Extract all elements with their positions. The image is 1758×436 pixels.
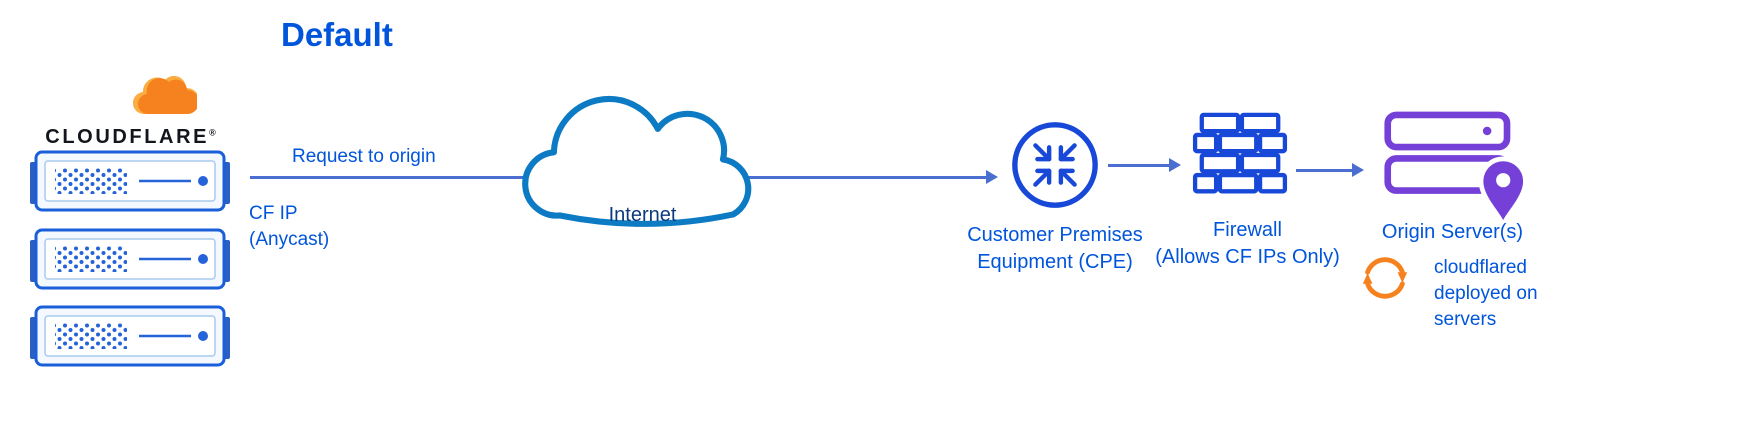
cpe-to-firewall-line xyxy=(1108,164,1170,167)
cloudflare-wordmark-text: CLOUDFLARE xyxy=(45,126,210,148)
diagram-title: Default xyxy=(281,16,393,53)
origin-server-icon xyxy=(1384,111,1525,224)
edge-server-icon xyxy=(30,305,230,367)
firewall-icon xyxy=(1192,112,1288,194)
cloudflared-sync-icon xyxy=(1362,257,1408,299)
firewall-label: Firewall (Allows CF IPs Only) xyxy=(1140,217,1355,271)
cpe-label-line2: Equipment (CPE) xyxy=(977,251,1133,273)
cloudflared-label-line1: cloudflared xyxy=(1434,257,1527,278)
edge-server-icon xyxy=(30,150,230,212)
cpe-label-line1: Customer Premises xyxy=(967,224,1143,246)
cf-ip-anycast-label: CF IP (Anycast) xyxy=(249,201,329,253)
right-arrow-icon xyxy=(1169,158,1181,172)
origin-server-label: Origin Server(s) xyxy=(1381,221,1524,243)
registered-mark: ® xyxy=(209,127,216,138)
firewall-to-origin-line xyxy=(1296,169,1353,172)
edge-server-icon xyxy=(30,228,230,290)
firewall-label-line1: Firewall xyxy=(1213,219,1282,241)
cpe-icon xyxy=(1012,122,1098,208)
request-to-origin-label: Request to origin xyxy=(292,146,436,167)
cloudflare-cloud-icon xyxy=(132,75,197,115)
cloudflared-label-line2: deployed on xyxy=(1434,283,1538,304)
cloudflare-wordmark: CLOUDFLARE® xyxy=(28,126,233,149)
cf-ip-line: CF IP xyxy=(249,203,298,224)
anycast-line: (Anycast) xyxy=(249,229,330,250)
internet-cloud-icon xyxy=(522,95,752,227)
right-arrow-icon xyxy=(986,170,998,184)
internet-label: Internet xyxy=(608,204,677,226)
right-arrow-icon xyxy=(1352,163,1364,177)
firewall-label-line2: (Allows CF IPs Only) xyxy=(1155,246,1340,268)
cpe-label: Customer Premises Equipment (CPE) xyxy=(940,222,1170,276)
cloudflared-label: cloudflared deployed on servers xyxy=(1434,255,1538,333)
cloudflared-label-line3: servers xyxy=(1434,309,1497,330)
